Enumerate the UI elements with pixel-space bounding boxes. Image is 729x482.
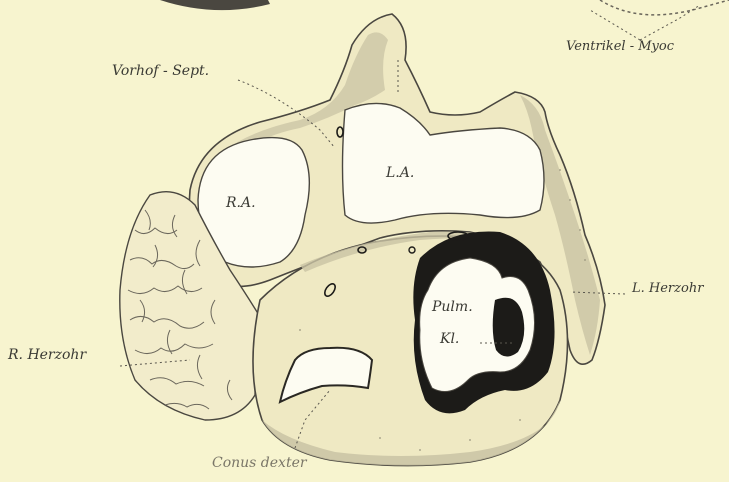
leader-ventrikel-myoc	[590, 10, 640, 40]
label-left-atrium: L.A.	[386, 166, 414, 180]
label-ventrikel-myocard: Ventrikel - Myoc	[566, 40, 674, 53]
label-right-auricle: R. Herzohr	[8, 348, 86, 362]
label-vorhof-septum: Vorhof - Sept.	[112, 64, 209, 78]
label-conus-dexter: Conus dexter	[212, 456, 307, 470]
label-left-auricle: L. Herzohr	[632, 282, 703, 295]
valve-cusp	[493, 298, 525, 357]
label-right-atrium: R.A.	[226, 196, 256, 210]
leader-ventrikel-myoc-2	[640, 5, 700, 40]
upper-right-fragment	[600, 0, 729, 15]
label-pulmonary: Pulm.	[432, 300, 473, 314]
label-klappe: Kl.	[440, 332, 459, 346]
upper-section-fragment	[160, 0, 270, 10]
